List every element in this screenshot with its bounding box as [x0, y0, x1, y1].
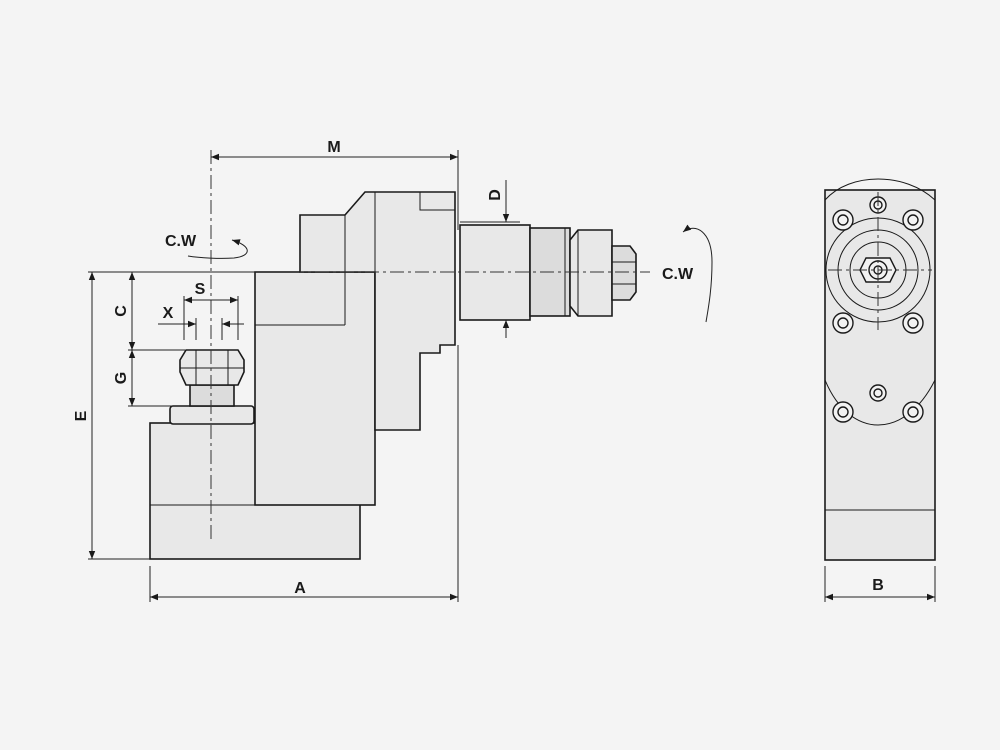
rotation-arrow-left: [187, 239, 248, 259]
front-view: [824, 178, 936, 561]
rotation-arrow-right: [682, 224, 713, 323]
label-s: S: [195, 281, 206, 298]
bolt-hole: [902, 312, 924, 334]
bolt-hole: [832, 401, 854, 423]
bolt-hole: [832, 209, 854, 231]
spindle-nut: [611, 245, 637, 301]
label-c: C: [113, 305, 130, 317]
front-body: [824, 189, 936, 561]
label-x: X: [163, 305, 174, 322]
dimensions: M D C.W C.W E C G S X: [73, 139, 713, 602]
collet-flange: [169, 405, 255, 425]
label-g: G: [113, 372, 130, 384]
vertical-body: [254, 271, 376, 506]
label-b: B: [872, 577, 884, 594]
label-cw-right: C.W: [662, 266, 694, 283]
center-hole: [869, 384, 887, 402]
collet-neck: [189, 384, 235, 407]
label-a: A: [294, 580, 306, 597]
label-e: E: [73, 410, 90, 421]
side-view: [149, 150, 650, 560]
spindle-nose: [569, 229, 613, 317]
label-cw-left: C.W: [165, 233, 197, 250]
label-d: D: [487, 189, 504, 201]
dimension-b: B: [824, 566, 936, 602]
label-m: M: [327, 139, 340, 156]
bolt-hole: [832, 312, 854, 334]
bolt-hole: [902, 209, 924, 231]
bolt-hole: [902, 401, 924, 423]
